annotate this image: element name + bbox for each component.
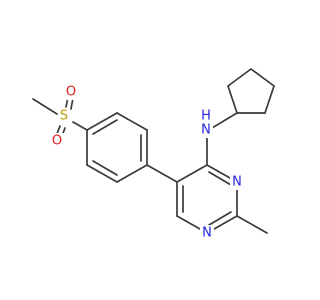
bond-s-aryl — [72, 121, 88, 131]
benzene-bond — [86, 164, 118, 183]
pyrimidine-nitrogen-atom-bottom: N — [202, 226, 212, 241]
benzene-double-bond — [92, 119, 118, 135]
sulfur-atom: S — [60, 109, 68, 124]
bond-biaryl — [146, 164, 178, 183]
cyclopentyl-bond — [250, 68, 275, 87]
amine-nitrogen-atom: N — [201, 123, 211, 138]
pyrimidine-double-bond — [208, 211, 232, 226]
benzene-bond — [116, 112, 148, 131]
molecule-structure: S O O H N N N — [32, 68, 275, 241]
benzene-bond — [86, 112, 118, 131]
bond-s-o-bottom-a — [56, 125, 61, 135]
benzene-bond — [116, 164, 148, 183]
amine-hydrogen-atom: H — [201, 109, 211, 124]
cyclopentyl-bond — [227, 85, 238, 114]
bond-ch3-s — [32, 98, 58, 115]
bonds — [32, 68, 275, 234]
pyrimidine-bond — [176, 164, 208, 183]
atom-labels: S O O H N N N — [50, 84, 244, 241]
benzene-double-bond — [92, 160, 118, 176]
bond-c2-methyl — [236, 215, 268, 234]
oxygen-atom-top: O — [66, 85, 76, 100]
cyclopentyl-bond — [264, 85, 275, 114]
oxygen-atom-bottom: O — [52, 134, 62, 149]
pyrimidine-nitrogen-atom-right: N — [232, 175, 242, 190]
pyrimidine-double-bond — [208, 171, 232, 186]
cyclopentyl-bond — [227, 68, 252, 87]
